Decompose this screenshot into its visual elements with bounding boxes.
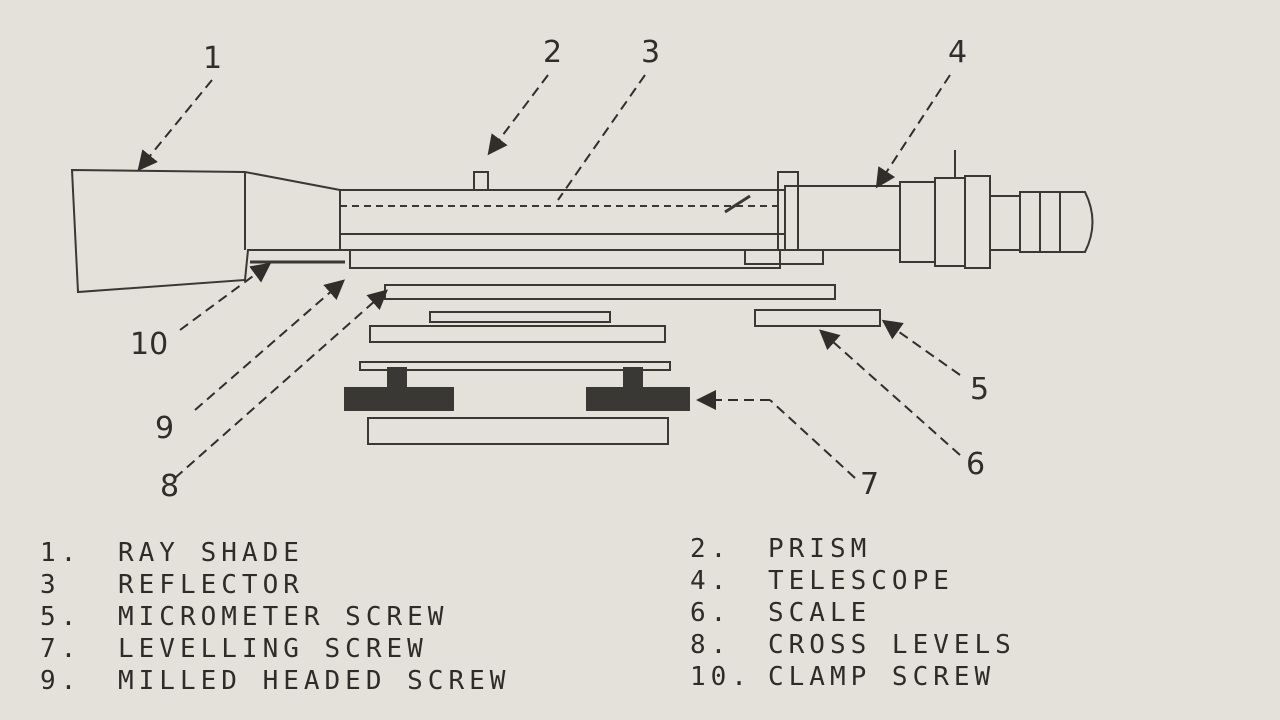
legend-item-1: 1. RAY SHADE xyxy=(40,538,304,568)
legend-number: 8. xyxy=(690,630,732,660)
prism xyxy=(473,171,489,191)
legend-item-9: 9. MILLED HEADED SCREW xyxy=(40,666,510,696)
cross-levels xyxy=(369,325,666,343)
base-plate xyxy=(367,417,669,445)
legend-number: 5. xyxy=(40,602,82,632)
legend-number: 3 xyxy=(40,570,61,600)
legend-number: 2. xyxy=(690,534,732,564)
callout-7: 7 xyxy=(860,467,880,502)
legend-item-7: 7. LEVELLING SCREW xyxy=(40,634,428,664)
legend-label: CROSS LEVELS xyxy=(768,630,1016,660)
legend-label: SCALE xyxy=(768,598,872,628)
leader-lines xyxy=(137,74,961,479)
telescope-body xyxy=(784,185,901,251)
callout-3: 3 xyxy=(641,35,661,70)
legend-number: 6. xyxy=(690,598,732,628)
ray-shade xyxy=(70,168,341,294)
callout-10: 10 xyxy=(130,327,169,362)
legend-item-3: 3 REFLECTOR xyxy=(40,570,304,600)
instrument-drawing xyxy=(70,150,1094,445)
legend-number: 4. xyxy=(690,566,732,596)
legend-label: REFLECTOR xyxy=(118,570,304,600)
legend-label: CLAMP SCREW xyxy=(768,662,996,692)
legend-label: RAY SHADE xyxy=(118,538,304,568)
legend-label: LEVELLING SCREW xyxy=(118,634,428,664)
eyepiece xyxy=(1019,191,1094,253)
parts-legend: 1. RAY SHADE 2. PRISM 3 REFLECTOR 4. TELESCO… xyxy=(40,534,1250,714)
callout-8: 8 xyxy=(160,469,180,504)
legend-label: PRISM xyxy=(768,534,872,564)
legend-label: MICROMETER SCREW xyxy=(118,602,449,632)
legend-item-10: 10. CLAMP SCREW xyxy=(690,662,995,692)
eyepiece-ring xyxy=(899,181,936,263)
legend-item-6: 6. SCALE xyxy=(690,598,871,628)
legend-item-8: 8. CROSS LEVELS xyxy=(690,630,1016,660)
legend-item-4: 4. TELESCOPE xyxy=(690,566,954,596)
levelling-screw-left xyxy=(344,387,454,411)
legend-item-2: 2. PRISM xyxy=(690,534,871,564)
reflector xyxy=(724,194,751,214)
callout-4: 4 xyxy=(948,35,968,70)
legend-item-5: 5. MICROMETER SCREW xyxy=(40,602,448,632)
levelling-screw-right xyxy=(586,387,690,411)
legend-number: 9. xyxy=(40,666,82,696)
telescope-barrel xyxy=(339,189,786,251)
legend-number: 7. xyxy=(40,634,82,664)
callout-5: 5 xyxy=(970,372,990,407)
legend-number: 1. xyxy=(40,538,82,568)
legend-number: 10. xyxy=(690,662,752,692)
legend-label: MILLED HEADED SCREW xyxy=(118,666,511,696)
callout-2: 2 xyxy=(543,35,563,70)
callout-1: 1 xyxy=(203,41,223,76)
legend-label: TELESCOPE xyxy=(768,566,954,596)
callout-9: 9 xyxy=(155,411,175,446)
callout-6: 6 xyxy=(966,447,986,482)
